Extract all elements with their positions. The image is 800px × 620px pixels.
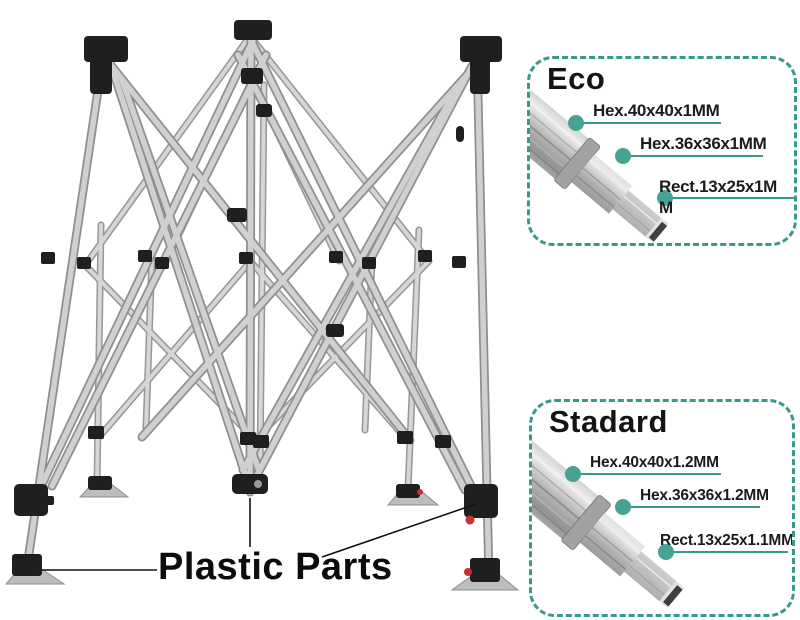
callout-dot-icon xyxy=(657,190,673,206)
callout-title-eco: Eco xyxy=(547,61,606,96)
leader-lines xyxy=(42,498,477,571)
spec-row: Rect.13x25x1MM xyxy=(657,177,794,217)
red-pin xyxy=(417,489,423,495)
spec-label: Rect.13x25x1MM xyxy=(659,177,778,217)
callout-box-eco: Eco Hex.40x40x1MM Hex.36x36x1MM Rect.13x… xyxy=(527,56,797,246)
spec-row: Hex.40x40x1.2MM xyxy=(565,454,721,482)
spec-label: Hex.40x40x1MM xyxy=(593,101,720,120)
callout-box-standard: Stadard Hex.40x40x1.2MM Hex.36x36x1.2MM … xyxy=(529,399,795,617)
callout-dot-icon xyxy=(658,544,674,560)
callout-dot-icon xyxy=(568,115,584,131)
callout-dot-icon xyxy=(565,466,581,482)
spec-row: Hex.36x36x1MM xyxy=(615,134,767,164)
plastic-connectors xyxy=(12,20,502,582)
tent-frame-illustration xyxy=(4,20,520,591)
spec-label: Hex.36x36x1.2MM xyxy=(640,487,769,504)
red-pin xyxy=(464,568,472,576)
plastic-parts-label: Plastic Parts xyxy=(158,546,393,588)
callout-dot-icon xyxy=(615,148,631,164)
red-pin xyxy=(465,515,475,525)
spec-label: Rect.13x25x1.1MM xyxy=(660,532,794,549)
callout-title-standard: Stadard xyxy=(549,404,668,439)
spec-label: Hex.40x40x1.2MM xyxy=(590,454,719,471)
callout-dot-icon xyxy=(615,499,631,515)
spec-label: Hex.36x36x1MM xyxy=(640,134,767,153)
spec-row: Hex.40x40x1MM xyxy=(568,101,721,131)
spec-row: Rect.13x25x1.1MM xyxy=(658,532,792,560)
spec-row: Hex.36x36x1.2MM xyxy=(615,487,769,515)
